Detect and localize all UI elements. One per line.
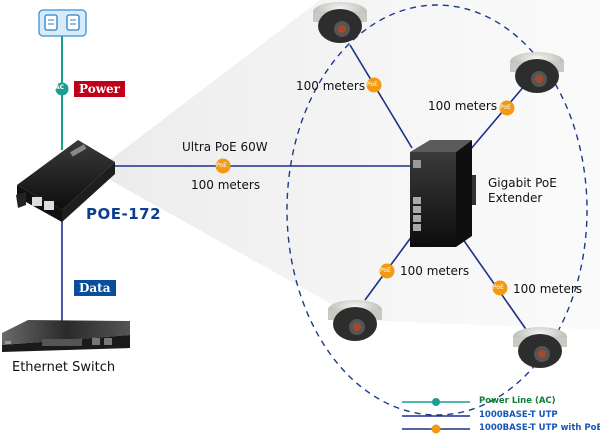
coverage-beam (110, 0, 600, 330)
camera-bottom-left-icon (328, 300, 382, 341)
camera-bottom-left-distance-label: 100 meters (400, 264, 470, 278)
uplink-distance-label: 100 meters (191, 178, 261, 192)
poe-badge-label: PoE (380, 267, 391, 274)
legend-utp-poe: 1000BASE-T UTP with PoE (479, 423, 600, 433)
model-name: POE-172 (86, 205, 162, 223)
poe-line-camera-right (469, 84, 526, 151)
ac-badge-icon (55, 82, 69, 96)
legend-power-line: Power Line (AC) (479, 396, 556, 406)
poe-badge-camera-top (366, 77, 382, 93)
camera-bottom-right-distance-label: 100 meters (513, 282, 583, 296)
camera-top-icon (313, 2, 367, 43)
ultra-poe-label: Ultra PoE 60W (182, 140, 268, 154)
poe-badge-camera-bottom-left (379, 263, 395, 279)
poe-badge-label: PoE (216, 162, 227, 169)
power-tag: Power (74, 81, 125, 97)
poe-injector-icon (16, 140, 115, 222)
ac-badge-label: AC (55, 84, 65, 91)
ethernet-switch-icon (2, 320, 130, 352)
coverage-ring (286, 4, 588, 416)
legend-lines (402, 398, 470, 434)
data-tag: Data (74, 280, 116, 296)
extender-label-line1: Gigabit PoE (488, 176, 557, 190)
poe-extender-icon (410, 140, 476, 247)
poe-badge-label: PoE (367, 81, 378, 88)
poe-badge-label: PoE (500, 104, 511, 111)
poe-badge-uplink (215, 158, 231, 174)
camera-right-distance-label: 100 meters (428, 99, 498, 113)
poe-badge-label: PoE (493, 284, 504, 291)
ethernet-switch-label: Ethernet Switch (12, 360, 116, 375)
camera-right-icon (510, 52, 564, 93)
legend-utp: 1000BASE-T UTP (479, 410, 558, 420)
poe-line-camera-top (349, 44, 413, 149)
poe-badge-camera-right (499, 100, 515, 116)
power-outlet-icon (38, 9, 87, 37)
camera-bottom-right-icon (513, 327, 567, 368)
extender-label-line2: Extender (488, 191, 543, 205)
camera-top-distance-label: 100 meters (296, 79, 366, 93)
poe-badge-camera-bottom-right (492, 280, 508, 296)
